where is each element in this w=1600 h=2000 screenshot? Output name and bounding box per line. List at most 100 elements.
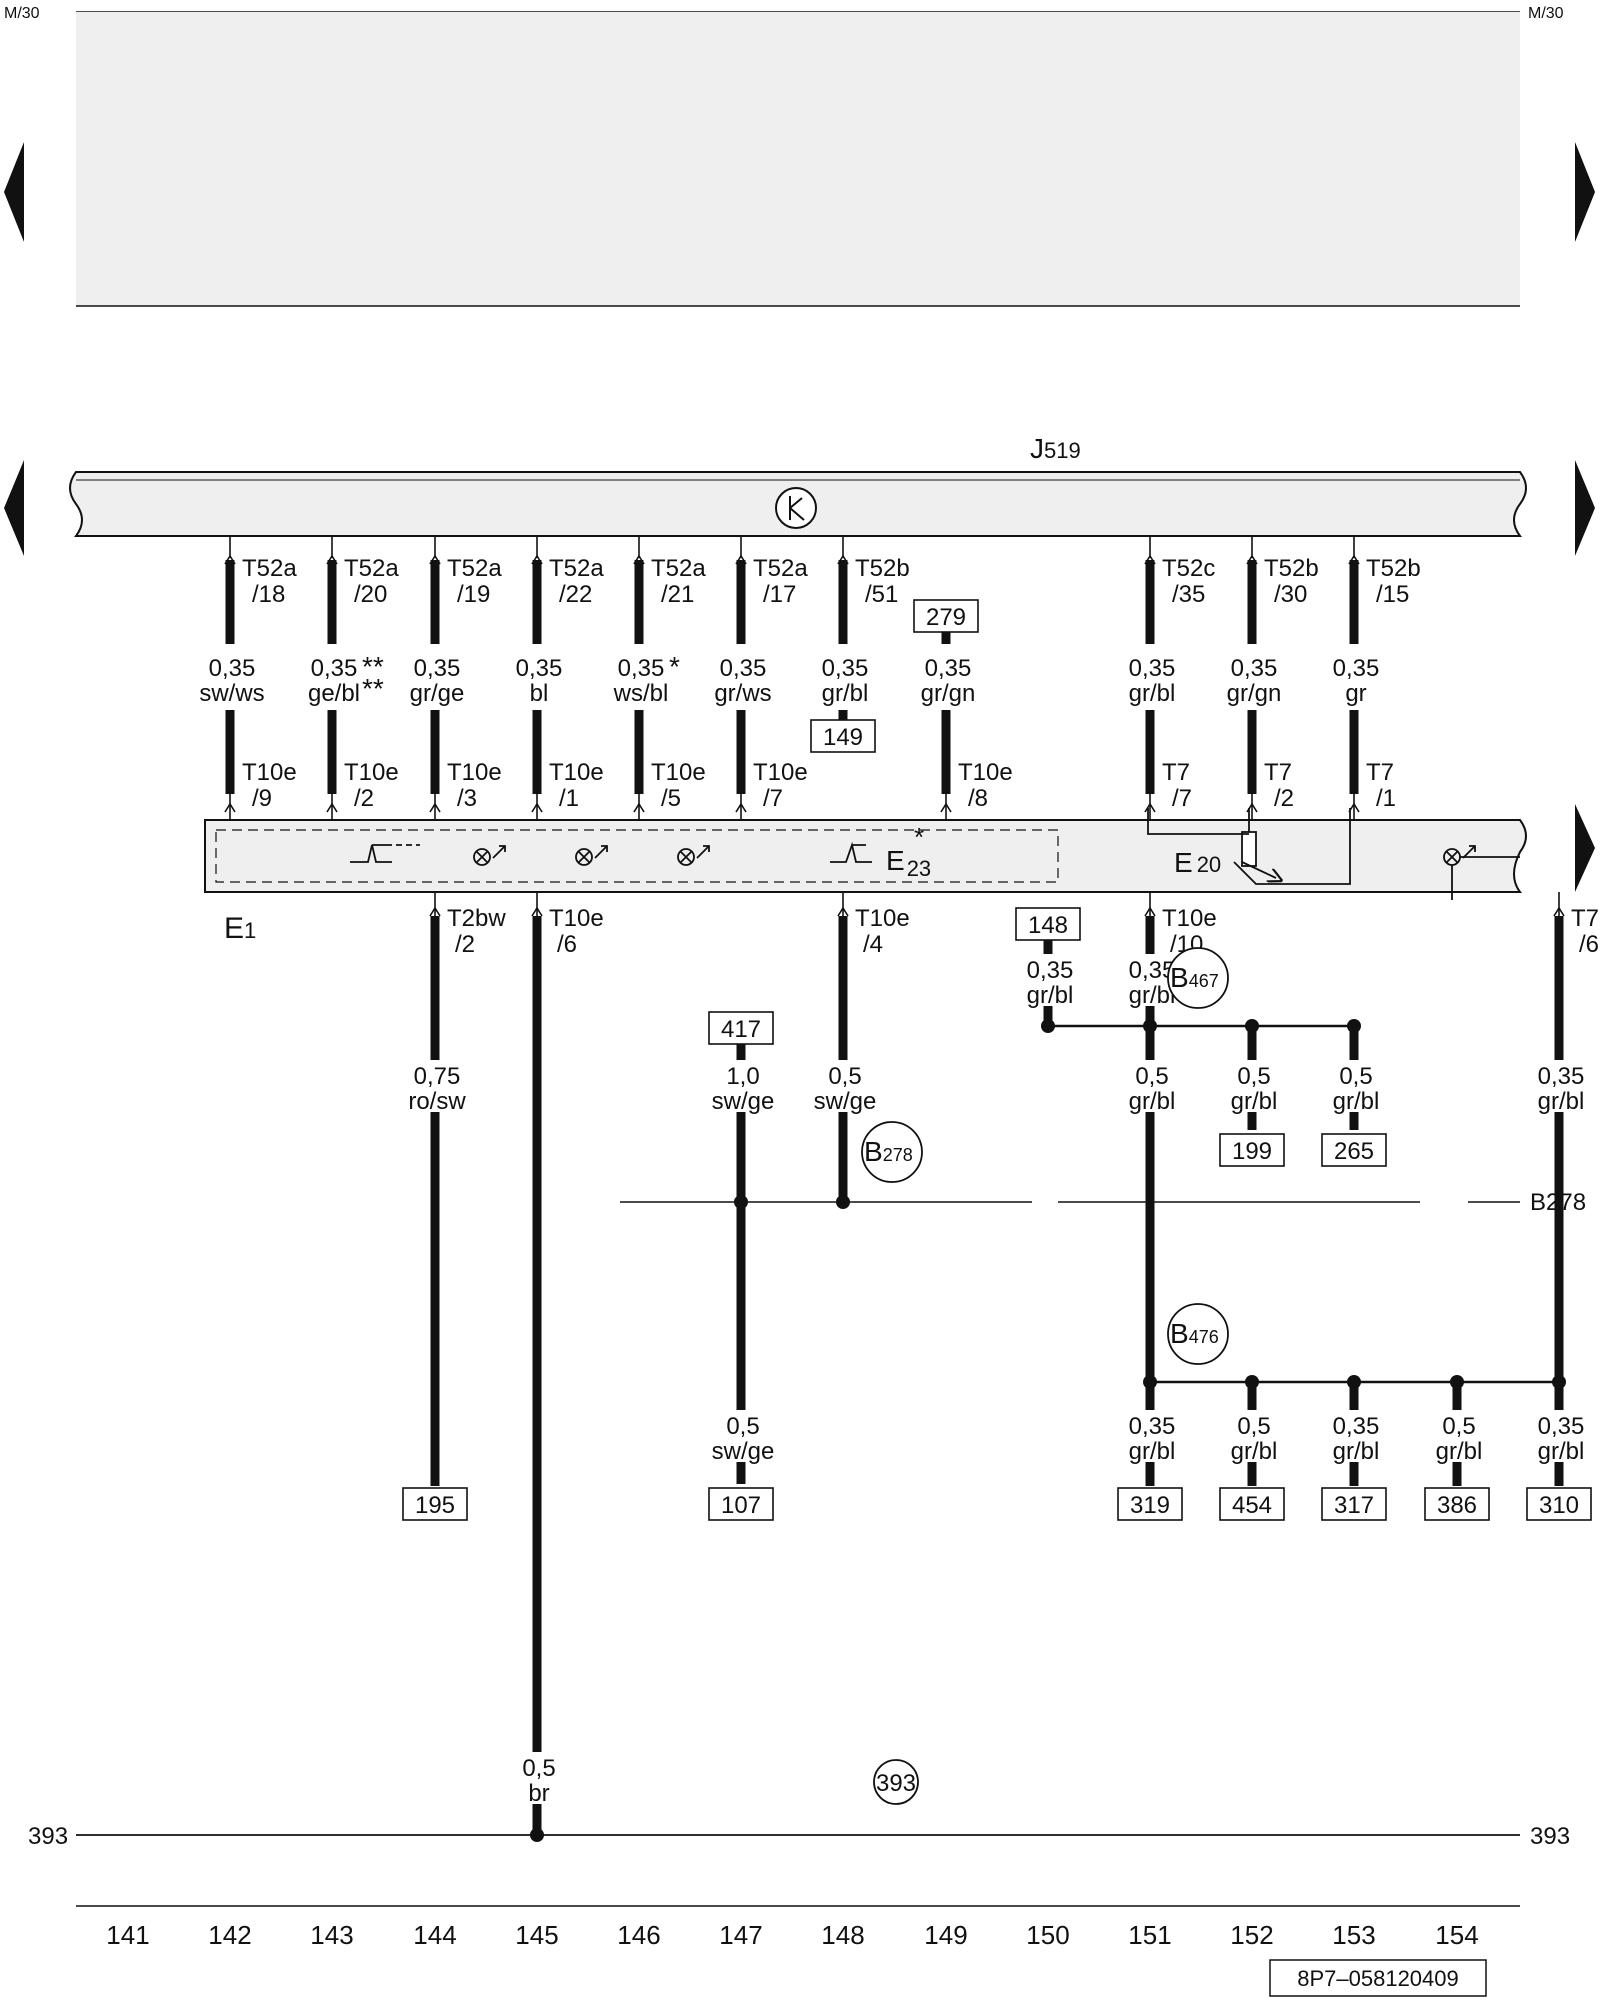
wire-size: 1,0 bbox=[726, 1063, 759, 1090]
connector-id: T52b bbox=[855, 555, 910, 582]
label-backdrop bbox=[1106, 652, 1194, 704]
wire-size: 0,5 bbox=[522, 1755, 555, 1782]
ground-node-label: 393 bbox=[876, 1770, 916, 1797]
connector-pin: /6 bbox=[557, 931, 577, 958]
wire-color: bl bbox=[530, 680, 549, 707]
label-backdrop bbox=[697, 1410, 785, 1462]
footnote-mark: * bbox=[669, 651, 680, 682]
label-backdrop bbox=[1310, 1410, 1398, 1462]
connector-id: T2bw bbox=[447, 905, 506, 932]
connector-pin: /17 bbox=[763, 581, 796, 608]
wire-size: 0,5 bbox=[726, 1413, 759, 1440]
track-number: 145 bbox=[515, 1920, 558, 1950]
document-id: 8P7–058120409 bbox=[1297, 1966, 1459, 1991]
wire-color: gr/bl bbox=[1129, 1438, 1176, 1465]
connector-pin-icon bbox=[940, 802, 952, 813]
wire-size: 0,35 bbox=[1538, 1413, 1585, 1440]
connector-pin-icon bbox=[1144, 802, 1156, 813]
reference-box-frame bbox=[1526, 1487, 1592, 1521]
wire-color: sw/ge bbox=[712, 1438, 775, 1465]
label-backdrop bbox=[1413, 1410, 1501, 1462]
wire-size: 0,35 bbox=[209, 655, 256, 682]
wire-size: 0,35 bbox=[822, 655, 869, 682]
wire-size: 0,35 bbox=[1129, 655, 1176, 682]
wire-color: sw/ge bbox=[712, 1088, 775, 1115]
label-backdrop bbox=[493, 652, 581, 704]
connector-pin: /18 bbox=[252, 581, 285, 608]
ground-left-label: 393 bbox=[28, 1823, 68, 1850]
j519-label: J519 bbox=[1030, 433, 1081, 464]
reference-box-frame bbox=[402, 1487, 468, 1521]
reference-box: 279 bbox=[913, 599, 979, 633]
track-number: 148 bbox=[821, 1920, 864, 1950]
wire-size: 0,35 bbox=[1333, 1413, 1380, 1440]
connector-id: T10e bbox=[855, 905, 910, 932]
track-number: 151 bbox=[1128, 1920, 1171, 1950]
node-label: B476 bbox=[1170, 1318, 1219, 1349]
connector-id: T52a bbox=[344, 555, 399, 582]
wire-size: 0,35 bbox=[414, 655, 461, 682]
wire-color: gr/bl bbox=[1027, 982, 1074, 1009]
connector-id: T10e bbox=[1162, 905, 1217, 932]
label-backdrop bbox=[288, 652, 376, 704]
wire-color: sw/ge bbox=[814, 1088, 877, 1115]
reference-number: 279 bbox=[926, 604, 966, 631]
wire-color: gr/ge bbox=[410, 680, 465, 707]
junction-dot bbox=[734, 1195, 748, 1209]
reference-number: 265 bbox=[1334, 1138, 1374, 1165]
connector-pin: /7 bbox=[1172, 785, 1192, 812]
reference-number: 107 bbox=[721, 1492, 761, 1519]
footnote-mark: ** bbox=[362, 651, 384, 682]
reference-box: 149 bbox=[810, 719, 876, 753]
label-backdrop bbox=[902, 652, 990, 704]
label-backdrop bbox=[493, 1752, 581, 1804]
connector-pin: /3 bbox=[457, 785, 477, 812]
connector-pin-icon bbox=[1144, 906, 1156, 917]
connector-pin: /2 bbox=[354, 785, 374, 812]
label-backdrop bbox=[799, 652, 887, 704]
reference-box: 310 bbox=[1526, 1487, 1592, 1521]
prev-continuation-arrow-icon[interactable] bbox=[4, 460, 24, 556]
label-backdrop bbox=[595, 652, 683, 704]
reference-number: 317 bbox=[1334, 1492, 1374, 1519]
label-backdrop bbox=[391, 652, 479, 704]
connector-id: T10e bbox=[958, 759, 1013, 786]
label-backdrop bbox=[1310, 1060, 1398, 1112]
connector-pin: /1 bbox=[1376, 785, 1396, 812]
node-circle-outline bbox=[861, 1121, 923, 1183]
prev-page-arrow-icon[interactable] bbox=[4, 142, 24, 242]
wire-size: 0,35 bbox=[311, 655, 358, 682]
lamp-icon bbox=[575, 845, 608, 866]
e20-dimmer-icon bbox=[1241, 831, 1257, 867]
track-number: 152 bbox=[1230, 1920, 1273, 1950]
label-backdrop bbox=[1208, 652, 1296, 704]
connector-pin: /35 bbox=[1172, 581, 1205, 608]
wire-size: 0,35 bbox=[618, 655, 665, 682]
wire-size: 0,5 bbox=[1237, 1413, 1270, 1440]
label-backdrop bbox=[697, 1060, 785, 1112]
control-unit-j519: J519 bbox=[69, 433, 1527, 537]
wire-size: 0,35 bbox=[925, 655, 972, 682]
wire-color: gr/bl bbox=[1333, 1088, 1380, 1115]
transistor-icon bbox=[775, 487, 817, 529]
next-page-arrow-icon[interactable] bbox=[1575, 142, 1595, 242]
wire-color: gr/gn bbox=[1227, 680, 1282, 707]
reference-box: 417 bbox=[708, 1011, 774, 1045]
next-continuation-arrow-icon[interactable] bbox=[1575, 460, 1595, 556]
reference-number: 149 bbox=[823, 724, 863, 751]
e1-label: E1 bbox=[224, 912, 256, 945]
wire-color: gr/bl bbox=[1436, 1438, 1483, 1465]
wire-size: 0,5 bbox=[1237, 1063, 1270, 1090]
connector-pin-icon bbox=[1553, 906, 1565, 917]
next-unit-arrow-icon[interactable] bbox=[1575, 804, 1595, 892]
header-right-label: M/30 bbox=[1528, 5, 1564, 22]
node-circle: B467 bbox=[1167, 947, 1229, 1009]
node-label: B278 bbox=[864, 1136, 913, 1167]
connector-id: T52a bbox=[447, 555, 502, 582]
wire-size: 0,5 bbox=[828, 1063, 861, 1090]
wire-size: 0,35 bbox=[1027, 957, 1074, 984]
connector-pin: /4 bbox=[863, 931, 883, 958]
